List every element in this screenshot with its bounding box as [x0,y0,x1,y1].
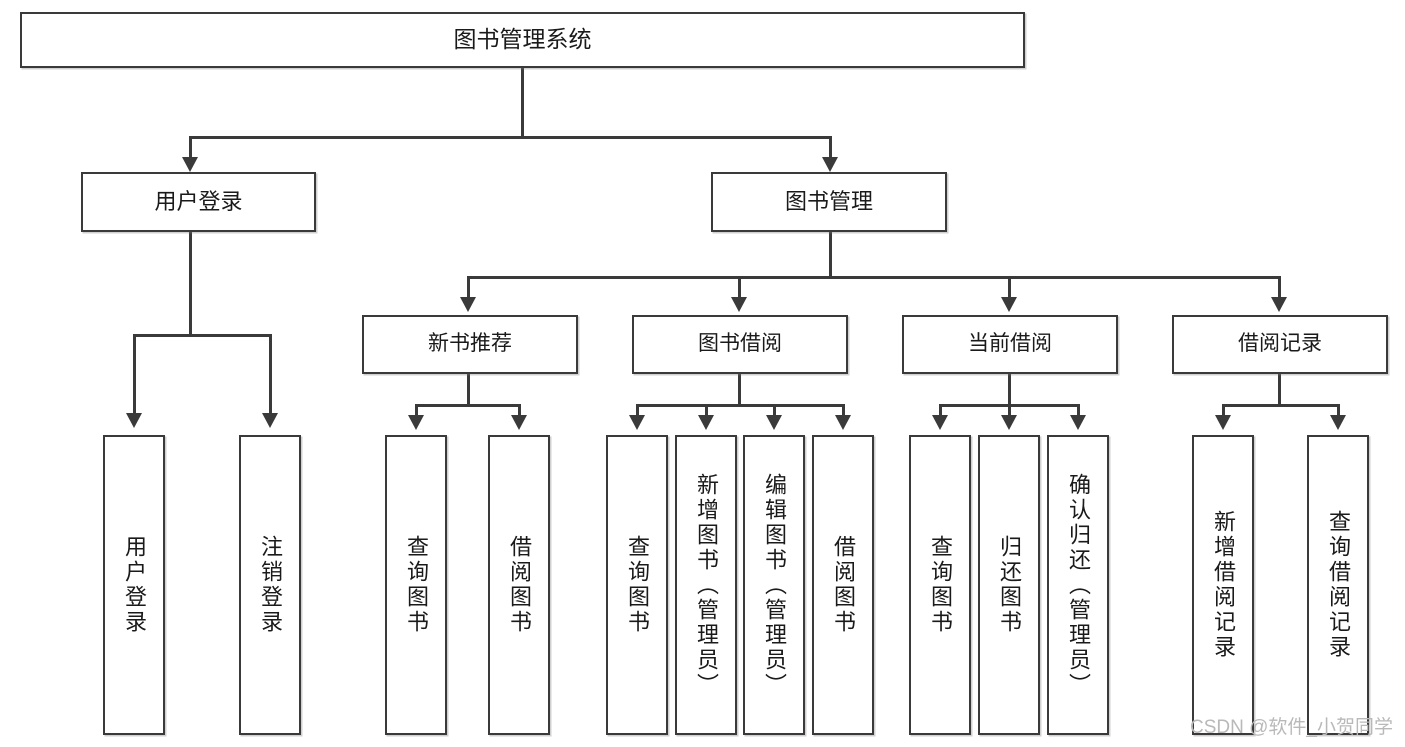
node-leaf-add-record-label: 新增借阅记录 [1211,510,1236,660]
node-leaf-add-book-label: 新增图书（管理员） [694,472,719,698]
arrow-to-user-login [182,157,198,172]
connector-book-borrow-d2 [705,404,708,416]
node-leaf-logout[interactable]: 注销登录 [239,435,301,735]
arrow-leaf-return-book [1001,415,1017,430]
arrow-to-current-borrow [1001,297,1017,312]
connector-current-borrow-d2 [1008,404,1011,416]
arrow-leaf-query-book-1 [408,415,424,430]
connector-to-book-borrow [738,276,741,298]
connector-root-stem [521,68,524,138]
node-leaf-return-book-label: 归还图书 [997,535,1022,635]
arrow-leaf-borrow-book-1 [511,415,527,430]
connector-new-book-d1 [415,404,418,416]
node-leaf-query-book-2-label: 查询图书 [625,535,650,635]
node-user-login-label: 用户登录 [154,189,243,215]
node-book-borrow-label: 图书借阅 [698,332,782,356]
node-root[interactable]: 图书管理系统 [20,12,1025,68]
connector-new-book-stem [467,374,470,406]
node-current-borrow-label: 当前借阅 [968,332,1052,356]
connector-to-current-borrow [1008,276,1011,298]
node-user-login[interactable]: 用户登录 [81,172,316,232]
node-leaf-logout-label: 注销登录 [258,535,283,635]
arrow-leaf-query-book-3 [932,415,948,430]
arrow-leaf-add-record [1215,415,1231,430]
arrow-to-borrow-record [1271,297,1287,312]
node-leaf-edit-book-label: 编辑图书（管理员） [762,472,787,698]
node-leaf-return-book[interactable]: 归还图书 [978,435,1040,735]
node-leaf-confirm-return-label: 确认归还（管理员） [1066,472,1091,698]
node-book-borrow[interactable]: 图书借阅 [632,315,848,374]
node-borrow-record-label: 借阅记录 [1238,332,1322,356]
node-book-management[interactable]: 图书管理 [711,172,947,232]
node-book-management-label: 图书管理 [784,189,873,215]
connector-book-borrow-bus [636,404,844,407]
arrow-to-book-borrow [731,297,747,312]
connector-book-management-stem [829,232,832,278]
node-leaf-query-record[interactable]: 查询借阅记录 [1307,435,1369,735]
arrow-leaf-edit-book [766,415,782,430]
arrow-leaf-query-book-2 [629,415,645,430]
node-leaf-borrow-book-1[interactable]: 借阅图书 [488,435,550,735]
csdn-watermark: CSDN @软件_小贺同学 [1190,717,1393,738]
node-leaf-add-book[interactable]: 新增图书（管理员） [675,435,737,735]
connector-borrow-record-d1 [1222,404,1225,416]
arrow-leaf-confirm-return [1070,415,1086,430]
node-leaf-borrow-book-1-label: 借阅图书 [507,535,532,635]
connector-book-borrow-d4 [842,404,845,416]
node-current-borrow[interactable]: 当前借阅 [902,315,1118,374]
node-leaf-user-login-label: 用户登录 [122,535,147,635]
node-new-book-recommend[interactable]: 新书推荐 [362,315,578,374]
connector-level3-bus [467,276,1280,279]
node-leaf-query-book-1[interactable]: 查询图书 [385,435,447,735]
node-leaf-add-record[interactable]: 新增借阅记录 [1192,435,1254,735]
arrow-leaf-borrow-book-2 [835,415,851,430]
connector-user-login-right-drop [269,334,272,414]
connector-to-new-book-recommend [467,276,470,298]
connector-book-borrow-stem [738,374,741,406]
arrow-leaf-user-login [126,413,142,428]
arrow-to-new-book-recommend [460,297,476,312]
node-new-book-recommend-label: 新书推荐 [428,332,512,356]
connector-new-book-bus [415,404,520,407]
connector-current-borrow-d3 [1077,404,1080,416]
arrow-leaf-logout [262,413,278,428]
node-leaf-edit-book[interactable]: 编辑图书（管理员） [743,435,805,735]
node-root-label: 图书管理系统 [453,26,592,53]
connector-borrow-record-d2 [1337,404,1340,416]
connector-to-borrow-record [1278,276,1281,298]
connector-current-borrow-stem [1008,374,1011,406]
node-leaf-user-login[interactable]: 用户登录 [103,435,165,735]
connector-book-borrow-d3 [773,404,776,416]
connector-user-login-stem [189,232,192,336]
node-leaf-borrow-book-2[interactable]: 借阅图书 [812,435,874,735]
connector-root-bus [189,136,832,139]
connector-borrow-record-bus [1222,404,1339,407]
connector-new-book-d2 [518,404,521,416]
connector-current-borrow-d1 [939,404,942,416]
connector-borrow-record-stem [1278,374,1281,406]
connector-book-borrow-d1 [636,404,639,416]
node-leaf-query-book-1-label: 查询图书 [404,535,429,635]
node-leaf-query-record-label: 查询借阅记录 [1326,510,1351,660]
node-leaf-query-book-2[interactable]: 查询图书 [606,435,668,735]
node-leaf-query-book-3[interactable]: 查询图书 [909,435,971,735]
arrow-leaf-add-book [698,415,714,430]
arrow-to-book-management [822,157,838,172]
node-borrow-record[interactable]: 借阅记录 [1172,315,1388,374]
arrow-leaf-query-record [1330,415,1346,430]
node-leaf-borrow-book-2-label: 借阅图书 [831,535,856,635]
connector-user-login-bus [133,334,271,337]
node-leaf-confirm-return[interactable]: 确认归还（管理员） [1047,435,1109,735]
connector-to-user-login [189,136,192,158]
node-leaf-query-book-3-label: 查询图书 [928,535,953,635]
connector-user-login-left-drop [133,334,136,414]
connector-to-book-management [829,136,832,158]
